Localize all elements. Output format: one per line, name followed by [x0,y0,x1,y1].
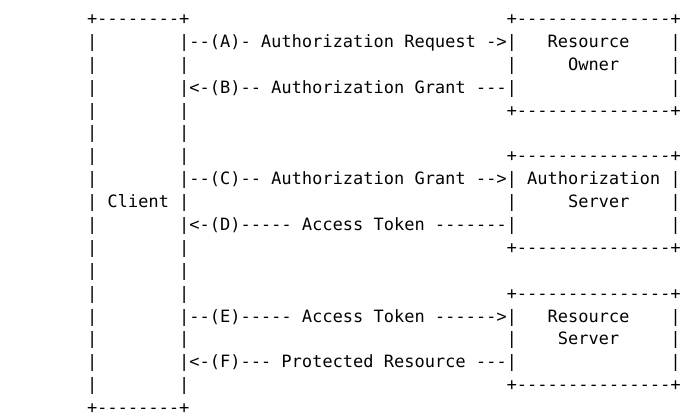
ascii-line: | | | Server | [46,329,680,350]
ascii-line: | | [46,123,190,144]
ascii-line: | |<-(D)----- Access Token -------| | [46,215,680,236]
ascii-line: | Client | | Server | [46,192,680,213]
ascii-line: | |--(E)----- Access Token ------>| Reso… [46,306,680,327]
ascii-line: | |<-(B)-- Authorization Grant ---| | [46,77,680,98]
ascii-line: | | +---------------+ [46,237,680,258]
ascii-line: | |<-(F)--- Protected Resource ---| | [46,352,680,373]
ascii-line: | | +---------------+ [46,100,680,121]
ascii-line: +--------+ +---------------+ [46,9,680,29]
ascii-line: | | +---------------+ [46,283,680,304]
ascii-line: | |--(A)- Authorization Request ->| Reso… [46,31,680,52]
ascii-line: | | +---------------+ [46,375,680,396]
ascii-line: | | [46,260,190,281]
ascii-line: | | | Owner | [46,54,680,75]
ascii-line: | |--(C)-- Authorization Grant -->| Auth… [46,169,680,190]
ascii-line: +--------+ [46,398,190,419]
ascii-line: | | +---------------+ [46,146,680,167]
